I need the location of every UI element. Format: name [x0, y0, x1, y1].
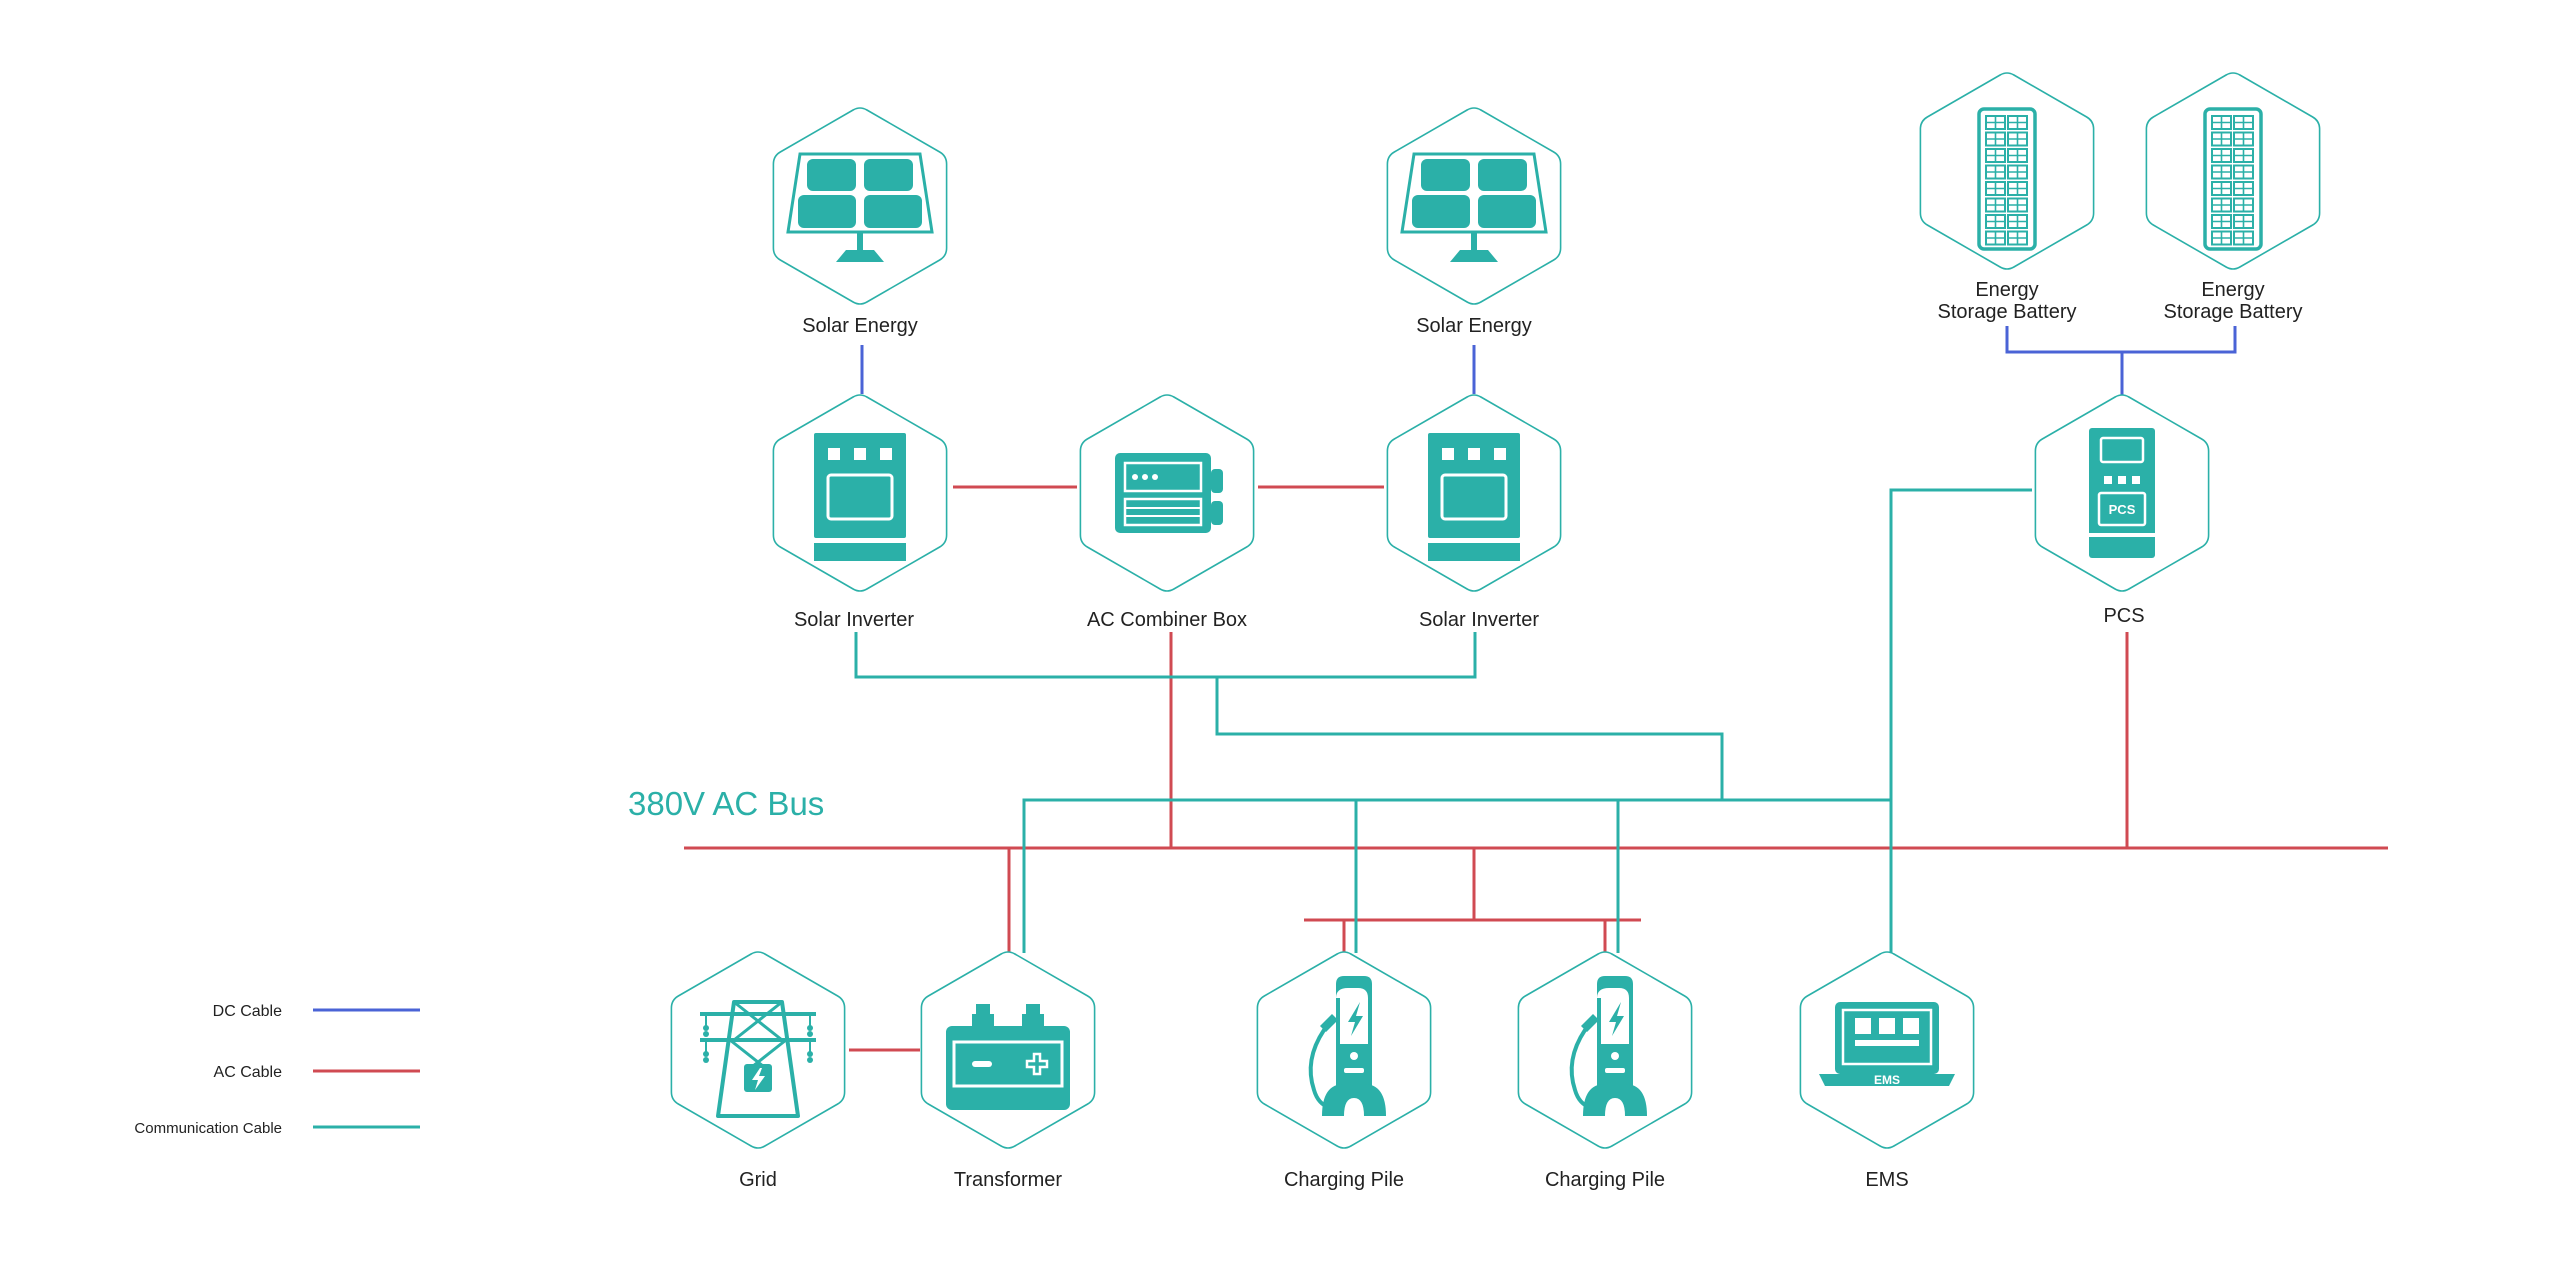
solar-panel-icon	[786, 152, 934, 262]
node-label: EMS	[1865, 1169, 1908, 1191]
combiner-box-icon	[1115, 453, 1223, 533]
node-label: Energy	[2201, 279, 2264, 301]
node-label: Charging Pile	[1545, 1169, 1665, 1191]
hexagon-frame	[670, 951, 846, 1149]
inverter-icon	[1428, 433, 1520, 561]
legend-item-ac: AC Cable	[214, 1064, 420, 1081]
transmission-tower-icon	[700, 1000, 816, 1118]
node-label: Solar Inverter	[794, 609, 914, 631]
comm-cable-pcs-ems	[1889, 488, 2032, 953]
solar-panel-icon	[1400, 152, 1548, 262]
node-charger2: Charging Pile	[1517, 951, 1693, 1191]
comm-cable-inverters-ems	[1215, 677, 1724, 800]
hexagon-frame	[772, 107, 948, 305]
node-grid: Grid	[670, 951, 846, 1191]
pcs-icon: PCS	[2089, 428, 2155, 558]
node-label: Energy	[1975, 279, 2038, 301]
node-label: Storage Battery	[2164, 301, 2303, 323]
battery-rack-icon	[2203, 107, 2263, 251]
hexagon-frame	[1386, 107, 1562, 305]
node-label: Storage Battery	[1938, 301, 2077, 323]
node-label: PCS	[2103, 605, 2144, 627]
legend-label: DC Cable	[213, 1003, 282, 1020]
charging-pile-icon	[1308, 976, 1386, 1116]
laptop-icon: EMS	[1819, 1002, 1955, 1087]
legend-item-comm: Communication Cable	[134, 1120, 420, 1137]
node-pcs: PCS PCS	[2034, 394, 2210, 627]
pcs-icon-text: PCS	[2109, 502, 2136, 517]
inverter-icon	[814, 433, 906, 561]
node-label: Grid	[739, 1169, 777, 1191]
node-transformer: Transformer	[920, 951, 1096, 1191]
node-inverter1: Solar Inverter	[772, 394, 948, 631]
node-label: Charging Pile	[1284, 1169, 1404, 1191]
node-solar1: Solar Energy	[772, 107, 948, 337]
transformer-icon	[946, 1004, 1070, 1110]
charging-pile-icon	[1569, 976, 1647, 1116]
legend-label: AC Cable	[214, 1064, 283, 1081]
node-charger1: Charging Pile	[1256, 951, 1432, 1191]
legend-label: Communication Cable	[134, 1120, 282, 1137]
node-ems: EMS EMS	[1799, 951, 1975, 1191]
legend-item-dc: DC Cable	[213, 1003, 420, 1020]
cable-layer	[684, 326, 2388, 1052]
comm-cable-main	[1022, 798, 1891, 953]
node-label: AC Combiner Box	[1087, 609, 1247, 631]
dc-cable-batteries	[2005, 326, 2237, 354]
node-label: Solar Energy	[1416, 315, 1532, 337]
node-label: Transformer	[954, 1169, 1063, 1191]
comm-cable-inverters	[854, 632, 1477, 679]
node-inverter2: Solar Inverter	[1386, 394, 1562, 631]
node-label: Solar Inverter	[1419, 609, 1539, 631]
ems-icon-text: EMS	[1874, 1073, 1900, 1087]
bus-label: 380V AC Bus	[628, 785, 824, 822]
node-label: Solar Energy	[802, 315, 918, 337]
battery-rack-icon	[1977, 107, 2037, 251]
node-combiner: AC Combiner Box	[1079, 394, 1255, 631]
node-solar2: Solar Energy	[1386, 107, 1562, 337]
